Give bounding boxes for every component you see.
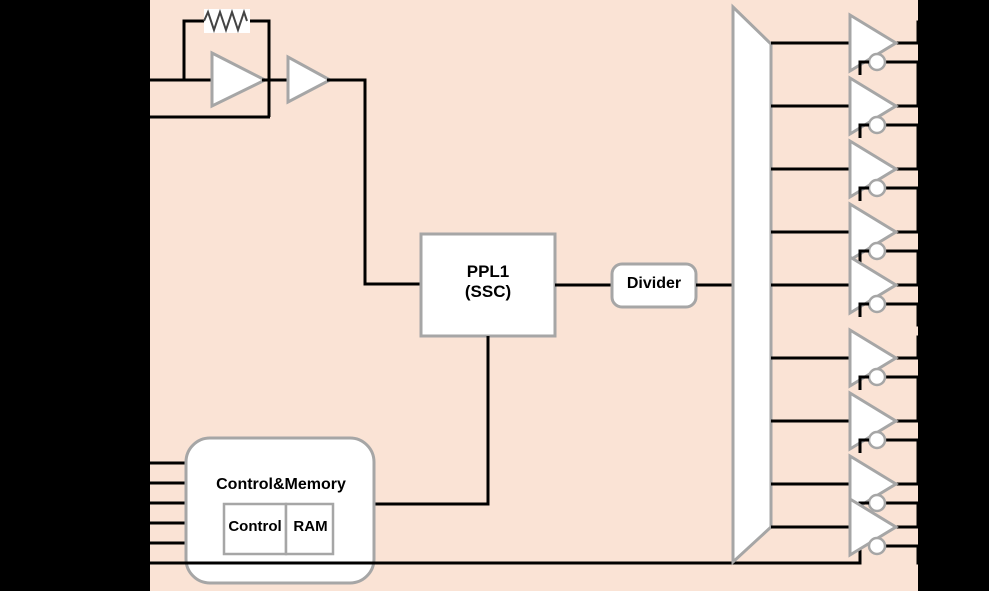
output-buffer-3[interactable] [848, 138, 989, 211]
buffer-7-noninv-out-wire [896, 398, 989, 423]
output-distribution-mux[interactable] [731, 3, 773, 566]
buffer-4-noninv-out-wire [896, 209, 989, 234]
feedback-path [182, 19, 271, 117]
buffer-1-inv-tap [858, 60, 869, 75]
buffer-4-inv-tap [858, 249, 869, 264]
buffer-4-inv-out-wire [886, 249, 989, 274]
output-buffer-2[interactable] [848, 75, 989, 148]
buffer-1-noninv-out-wire [896, 20, 989, 45]
output-buffer-7[interactable] [848, 390, 989, 463]
buffer-5-inverting-bubble-icon [867, 294, 887, 314]
buffer-8-inverting-bubble-icon [867, 493, 887, 513]
buffer-triangle-icon [286, 54, 334, 105]
buffer-2-inv-tap [858, 123, 869, 138]
buffer-2-inverting-bubble-icon [867, 115, 887, 135]
buffer-3-inv-tap [858, 186, 869, 201]
buffer-8-inv-out-wire [886, 501, 989, 526]
buffer-3-inverting-bubble-icon [867, 178, 887, 198]
buffer-6-inv-out-wire [886, 375, 989, 400]
buffer-1-inverting-bubble-icon [867, 52, 887, 72]
buffer-7-inverting-bubble-icon [867, 430, 887, 450]
buffer-6-inverting-bubble-icon [867, 367, 887, 387]
buffer-5-inv-tap [858, 302, 869, 317]
osc-buffer-to-pll-wire [327, 78, 421, 286]
output-buffer-8[interactable] [848, 453, 989, 526]
control-sub-block[interactable] [222, 502, 288, 556]
buffer-8-noninv-out-wire [896, 461, 989, 486]
output-buffer-5[interactable] [848, 254, 989, 327]
output-buffer-4[interactable] [848, 201, 989, 274]
ram-sub-block[interactable] [284, 502, 335, 556]
amp-triangle-icon [210, 50, 269, 109]
output-buffer-9[interactable] [848, 496, 989, 565]
buffer-7-inv-tap [858, 438, 869, 453]
buffer-9-inv-out-wire [886, 544, 989, 565]
buffer-3-noninv-out-wire [896, 146, 989, 171]
feedback-resistor [203, 8, 250, 34]
buffer-7-inv-out-wire [886, 438, 989, 463]
buffer-4-inverting-bubble-icon [867, 241, 887, 261]
feedback-right-leg [248, 19, 271, 117]
oscillator-inverting-amplifier [210, 50, 269, 109]
buffer-2-inv-out-wire [886, 123, 989, 148]
buffer-6-noninv-out-wire [896, 335, 989, 360]
pll-to-control-wire [374, 336, 490, 506]
buffer-5-inv-out-wire [886, 302, 989, 327]
oscillator-output-buffer [286, 54, 334, 105]
buffer-2-noninv-out-wire [896, 83, 989, 108]
feedback-left-leg [182, 19, 205, 80]
buffer-1-inv-out-wire [886, 60, 989, 85]
mux-to-buffer-wires [771, 41, 852, 529]
buffer-9-inverting-bubble-icon [867, 536, 887, 556]
buffer-9-noninv-out-wire [896, 524, 989, 529]
buffer-6-inv-tap [858, 375, 869, 390]
output-buffer-1[interactable] [848, 12, 989, 85]
buffer-5-noninv-out-wire [896, 262, 989, 287]
resistor-icon [203, 8, 248, 34]
divider-block[interactable] [610, 262, 698, 309]
pll1-block[interactable] [419, 232, 557, 338]
output-buffer-6[interactable] [848, 327, 989, 400]
buffer-3-inv-out-wire [886, 186, 989, 211]
